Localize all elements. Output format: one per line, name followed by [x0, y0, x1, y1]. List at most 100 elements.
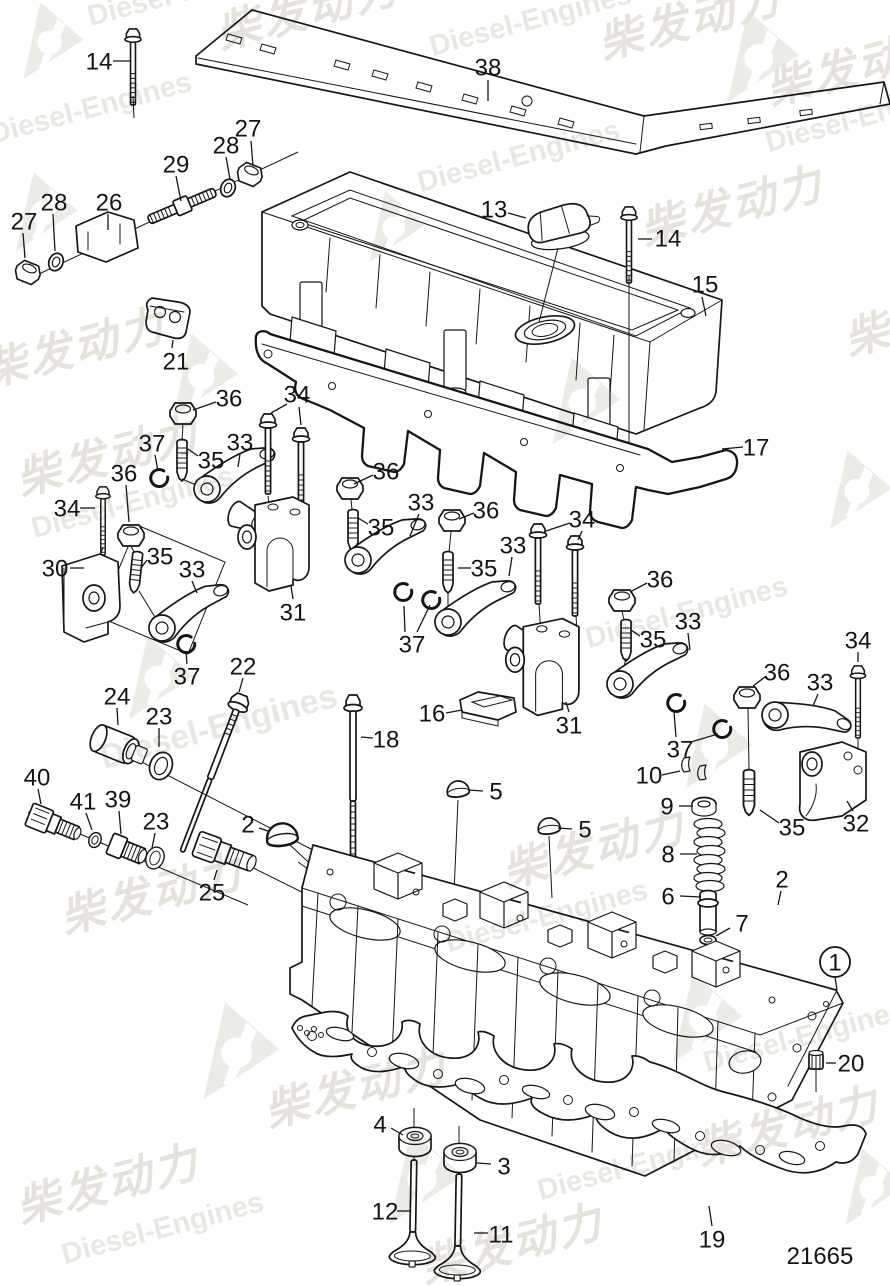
callout-17: 17	[743, 435, 770, 462]
callout-leader-36	[125, 484, 130, 523]
callout-18: 18	[373, 727, 400, 754]
callout-23: 23	[143, 809, 170, 836]
callout-28: 28	[41, 190, 68, 217]
callout-7: 7	[735, 911, 748, 938]
callout-40: 40	[24, 765, 51, 792]
callout-33: 33	[408, 490, 435, 517]
callout-leader-36	[192, 401, 217, 411]
callout-leader-5	[467, 789, 484, 792]
callout-leader-3	[476, 1162, 492, 1165]
callout-leader-36	[353, 474, 374, 485]
callout-38: 38	[475, 55, 502, 82]
callout-leader-36	[752, 676, 766, 687]
callout-35: 35	[779, 815, 806, 842]
callout-leader-28	[225, 156, 231, 180]
part-8-valve-spring	[693, 817, 726, 893]
part-40-sensor	[24, 802, 82, 841]
callout-33: 33	[500, 533, 527, 560]
callout-6: 6	[661, 884, 674, 911]
callout-leader-27	[22, 232, 26, 259]
callout-39: 39	[105, 787, 132, 814]
part-24-plug	[89, 724, 148, 765]
callout-leader-37	[416, 604, 431, 633]
callout-leader-18	[360, 736, 374, 739]
part-22-bolt	[179, 692, 250, 853]
part-25-sensor	[191, 830, 257, 872]
callout-14: 14	[655, 226, 682, 253]
callout-leader-33	[812, 693, 819, 707]
callout-28: 28	[213, 133, 240, 160]
callout-35: 35	[640, 627, 667, 654]
callout-27: 27	[11, 209, 38, 236]
callout-27: 27	[235, 116, 262, 143]
callout-leader-37	[154, 454, 159, 472]
callout-leader-17	[721, 446, 744, 450]
part-18-bolt	[343, 694, 363, 864]
callout-leader-35	[759, 809, 780, 824]
callout-3: 3	[497, 1154, 510, 1181]
callout-leader-34	[298, 406, 302, 426]
callout-29: 29	[163, 152, 190, 179]
callout-37: 37	[667, 737, 694, 764]
callout-13: 13	[481, 197, 508, 224]
callout-leader-35	[357, 517, 369, 525]
callout-leader-10	[661, 770, 681, 776]
callout-37: 37	[399, 632, 426, 659]
callout-leader-35	[630, 629, 641, 637]
callout-leader-1	[834, 976, 838, 991]
callout-1: 1	[828, 950, 841, 977]
callout-leader-5	[557, 827, 573, 830]
callout-8: 8	[661, 842, 674, 869]
callout-leader-36	[629, 582, 648, 593]
callout-leader-32	[846, 800, 854, 812]
callout-31: 31	[556, 713, 583, 740]
callout-leader-7	[715, 927, 731, 937]
group-rocker-assemblies	[61, 402, 867, 822]
callout-leader-41	[85, 812, 93, 831]
callout-leader-34	[545, 522, 571, 532]
callout-36: 36	[373, 459, 400, 486]
part-38-bracket	[195, 9, 890, 155]
callout-leader-31	[565, 701, 570, 713]
callout-36: 36	[647, 567, 674, 594]
callout-2: 2	[775, 867, 788, 894]
callout-leader-23	[151, 832, 156, 849]
callout-leader-33	[409, 513, 420, 537]
callout-leader-33	[237, 453, 241, 468]
part-29-stud	[147, 187, 217, 225]
callout-leader-39	[118, 810, 122, 835]
callout-leader-35	[187, 448, 199, 457]
callout-36: 36	[473, 498, 500, 525]
callout-35: 35	[471, 556, 498, 583]
callout-5: 5	[578, 817, 591, 844]
callout-25: 25	[199, 880, 226, 907]
callout-leader-37	[403, 605, 406, 633]
callout-leader-34	[270, 403, 288, 414]
callout-19: 19	[699, 1227, 726, 1254]
callout-21: 21	[163, 349, 190, 376]
part-13-oil-filler-cap	[527, 202, 601, 251]
callout-14: 14	[86, 49, 113, 76]
callout-32: 32	[843, 811, 870, 838]
callout-leader-4	[390, 1127, 404, 1136]
callout-23: 23	[146, 704, 173, 731]
callout-4: 4	[373, 1112, 386, 1139]
callout-9: 9	[660, 794, 673, 821]
part-20-plug	[808, 1049, 824, 1070]
callout-16: 16	[419, 701, 446, 728]
callout-10: 10	[636, 763, 663, 790]
callout-leader-40	[37, 788, 42, 805]
callout-11: 11	[489, 1222, 514, 1249]
callout-35: 35	[368, 515, 395, 542]
oil-filler-neck	[514, 314, 576, 346]
part-32-end-bracket	[798, 741, 867, 822]
callout-36: 36	[111, 461, 138, 488]
callout-35: 35	[147, 544, 174, 571]
part-16-block	[459, 691, 517, 727]
callout-leader-6	[679, 895, 702, 898]
callout-34: 34	[284, 382, 311, 409]
callout-leader-19	[708, 1205, 713, 1227]
callout-37: 37	[174, 664, 201, 691]
